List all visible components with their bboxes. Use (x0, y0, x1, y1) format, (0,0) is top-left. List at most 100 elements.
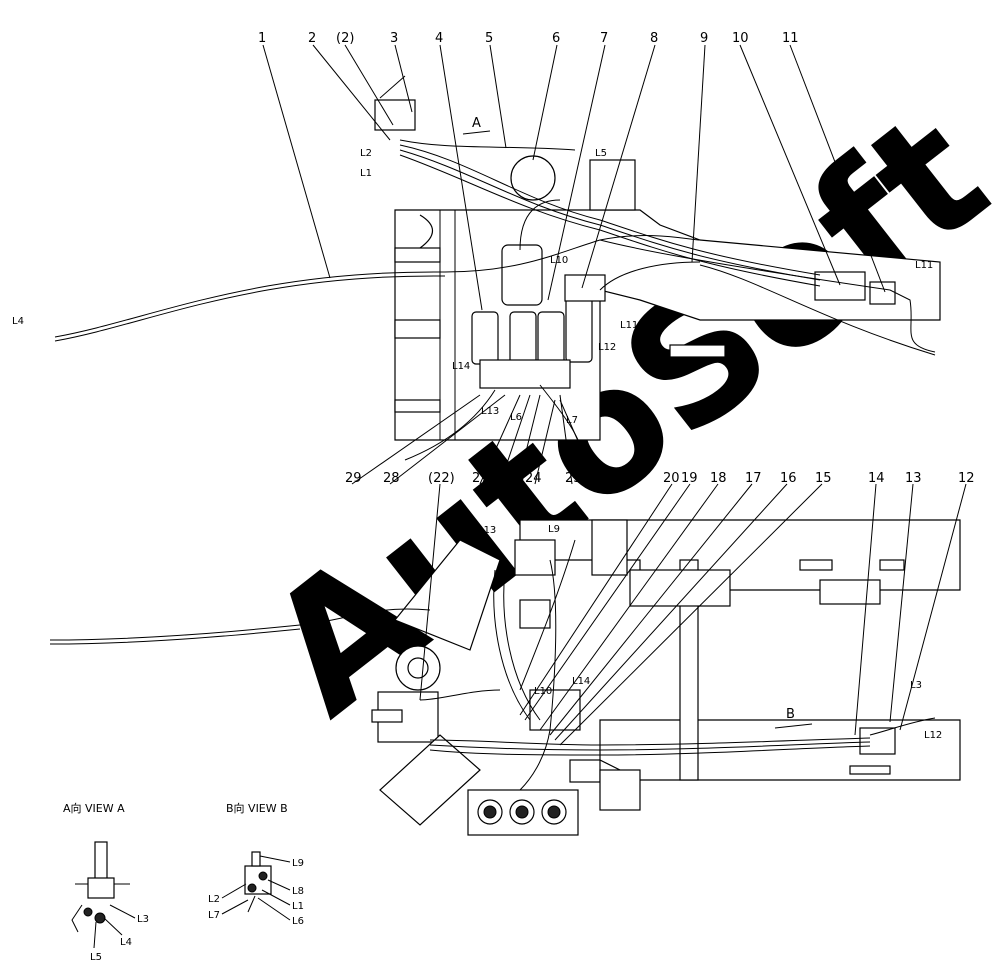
view-a-title: A向 VIEW A (63, 801, 125, 815)
leader-line (312, 44, 391, 141)
top-bracket (394, 247, 441, 263)
view-a-fitting (83, 907, 93, 917)
filter (537, 311, 565, 365)
hose (519, 539, 576, 691)
bottom-slot (849, 765, 891, 775)
leader-line (389, 394, 506, 485)
hose (493, 569, 531, 721)
hose (519, 559, 557, 791)
hose-label: L4 (12, 316, 24, 327)
leader-line (854, 483, 877, 736)
callout: 16 (780, 471, 797, 486)
leader-line (499, 394, 531, 485)
leader-line (532, 44, 558, 161)
top-bracket (394, 399, 441, 413)
view-b-label: L2 (208, 894, 220, 905)
callout: 11 (782, 31, 799, 46)
view-a-lever (71, 904, 83, 933)
callout: 23 (565, 471, 582, 486)
hose (429, 741, 871, 751)
view-b-lever (247, 895, 256, 913)
view-b-title: B向 VIEW B (226, 801, 288, 815)
top-callouts: 1 2 (2) 3 4 5 6 7 8 9 10 11 (258, 31, 799, 46)
callout: 7 (600, 31, 608, 46)
callout: 28 (383, 471, 400, 486)
hose-label: L6 (510, 412, 522, 423)
callout: 8 (650, 31, 658, 46)
leader-line (439, 44, 483, 311)
hose (404, 389, 496, 461)
leader-line (489, 44, 507, 149)
top-valve-box (814, 271, 866, 301)
leader-line (539, 483, 719, 731)
view-b: B向 VIEW B L9 L2 L8 L7 L1 L6 (208, 801, 304, 927)
bottom-bracket (629, 569, 731, 607)
hose (599, 261, 701, 291)
leader-line (479, 394, 521, 485)
top-lever (379, 75, 406, 99)
hose (54, 235, 701, 338)
top-tank (501, 244, 543, 306)
hose (399, 154, 821, 287)
callout: 25 (508, 471, 525, 486)
arrow-label-a: A (472, 116, 481, 131)
hose (49, 608, 431, 641)
callout: 1 (258, 31, 266, 46)
view-b-fitting (251, 851, 261, 867)
hose (599, 239, 936, 353)
leader-line (257, 897, 291, 921)
callout: 20 (663, 471, 680, 486)
leader-line (103, 917, 123, 936)
callout: 24 (525, 471, 542, 486)
callout: 29 (345, 471, 362, 486)
hose (519, 199, 561, 251)
bottom-valve (519, 599, 551, 629)
callout: 19 (681, 471, 698, 486)
callout: 18 (710, 471, 727, 486)
leader-line (559, 483, 823, 746)
callout: 9 (700, 31, 708, 46)
leader-line (534, 399, 556, 485)
hose (419, 689, 501, 701)
top-bracket (394, 319, 441, 339)
callout: 15 (815, 471, 832, 486)
top-hose-labels: L1 L2 L4 L5 L6 L7 L10 L11 L11 L12 L13 L1… (12, 116, 933, 426)
top-pump-disc (510, 155, 556, 201)
bottom-wheel-hub (407, 657, 429, 679)
callout: 26 (490, 471, 507, 486)
bottom-block (599, 769, 641, 811)
hose (54, 275, 446, 342)
arrow-b (774, 723, 813, 729)
bottom-arm (394, 539, 501, 651)
callout: 27 (472, 471, 489, 486)
hose-label: L11 (915, 260, 933, 271)
leader-line (547, 44, 606, 301)
leader-line (517, 394, 541, 485)
callout: 17 (745, 471, 762, 486)
view-b-label: L1 (292, 901, 304, 912)
leader-line (93, 921, 97, 949)
hose-label: L9 (548, 524, 560, 535)
callout: 22 (590, 471, 607, 486)
top-manifold (479, 359, 571, 389)
leader-line (889, 483, 914, 723)
valve-knob-center (483, 805, 497, 819)
view-b-label: L9 (292, 858, 304, 869)
hose-label: L14 (572, 676, 590, 687)
bottom-pump (529, 689, 581, 731)
arrow-a (462, 130, 491, 135)
leader-line (262, 44, 331, 279)
callout: 2 (308, 31, 316, 46)
leader-line (554, 483, 788, 741)
view-b-label: L6 (292, 916, 304, 927)
view-a: A向 VIEW A L3 L4 L5 (63, 801, 149, 963)
hose-label: L10 (550, 255, 568, 266)
hose (399, 149, 821, 281)
hose-label: L12 (598, 342, 616, 353)
hose-label: L13 (478, 525, 496, 536)
callout: 6 (552, 31, 560, 46)
hose-label: L12 (924, 730, 942, 741)
view-a-fitting (94, 912, 106, 924)
hose (49, 628, 301, 645)
